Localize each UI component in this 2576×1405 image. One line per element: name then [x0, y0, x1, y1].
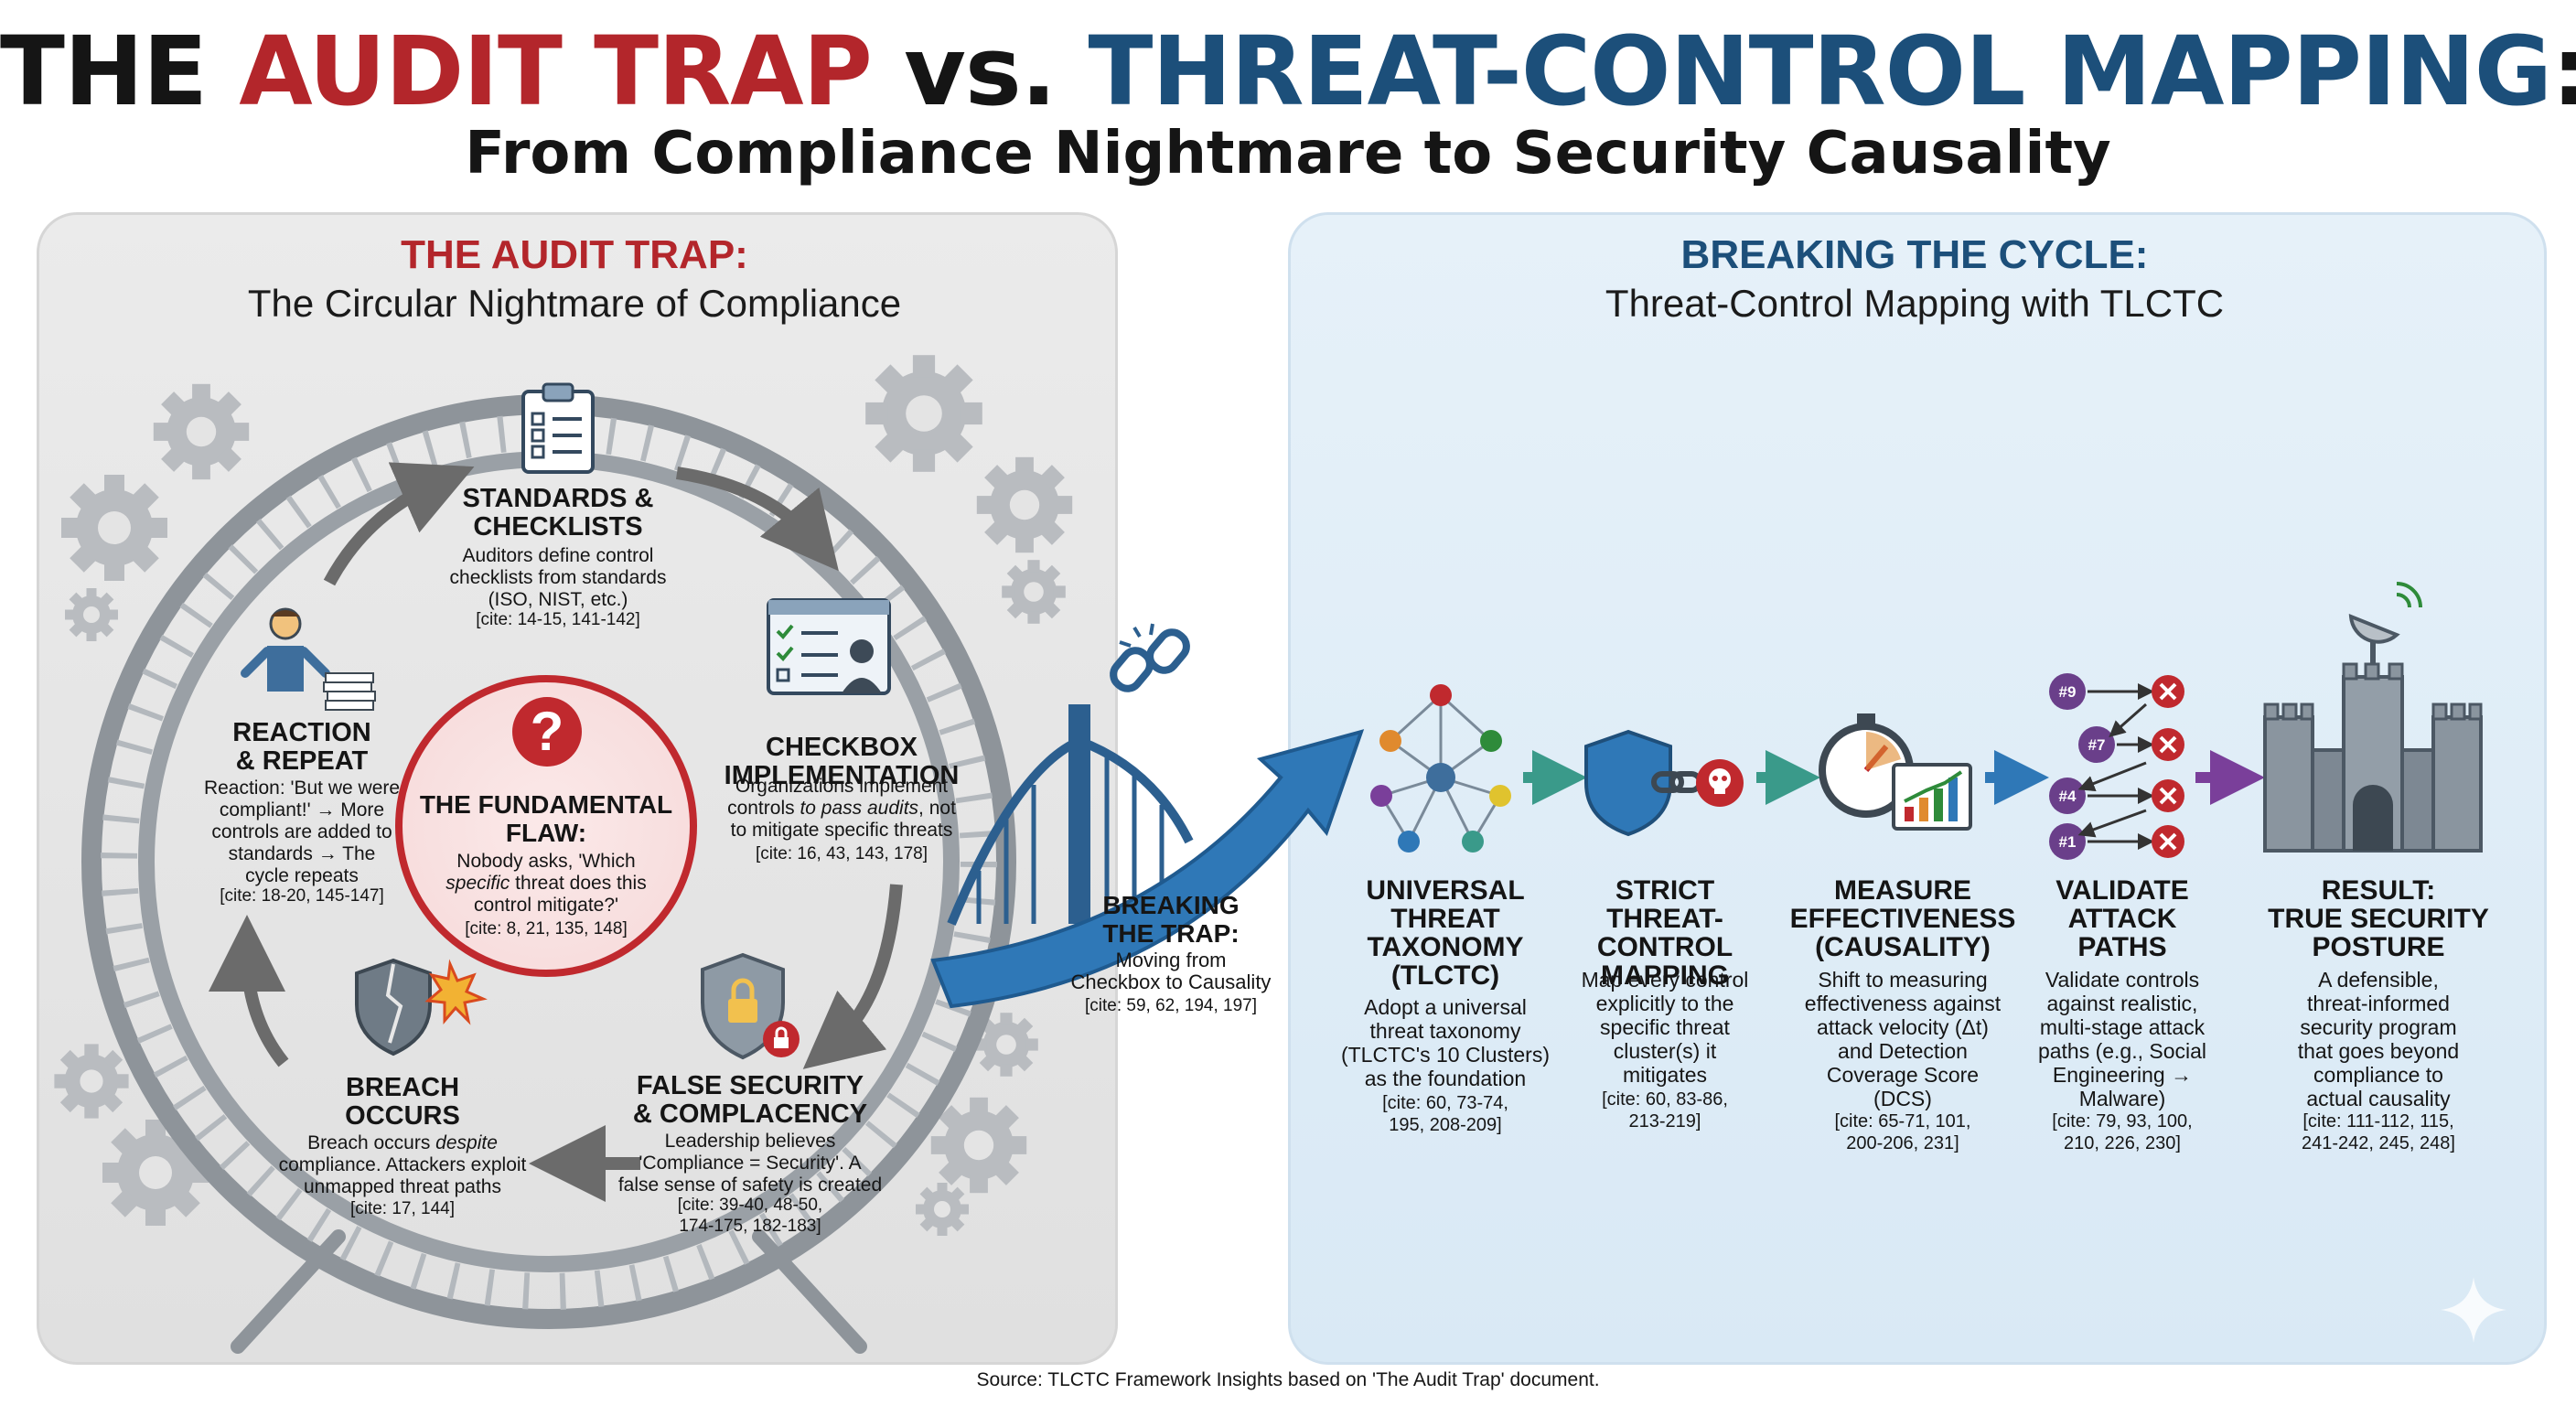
clipboard-checklist-icon [521, 382, 595, 474]
breaking-trap-text: Moving from Checkbox to Causality [1070, 949, 1272, 993]
false-security-cite: [cite: 39-40, 48-50, 174-175, 182-183] [677, 1196, 823, 1236]
attack-badge: #9 [2059, 683, 2077, 701]
main-subtitle: From Compliance Nightmare to Security Ca… [465, 120, 2111, 188]
step3-text: Shift to measuring effectiveness against… [1804, 968, 2002, 1110]
attack-paths-icon: #9 #7 #4 #1 [2049, 673, 2184, 860]
step4-label: VALIDATE ATTACK PATHS [2055, 875, 2189, 962]
flaw-text-line3: control mitigate?' [473, 895, 619, 916]
network-taxonomy-icon [1370, 684, 1511, 853]
tlctc-steps-icons: #9 #7 #4 #1 [1370, 582, 2483, 860]
checkbox-text-line2: controls to pass audits, not [727, 798, 956, 819]
step4-cite: [cite: 79, 93, 100, 210, 226, 230] [2052, 1111, 2193, 1153]
breaking-trap-label: BREAKING THE TRAP: [1102, 891, 1240, 948]
attack-badge: #7 [2088, 736, 2106, 754]
false-security-label: FALSE SECURITY & COMPLACENCY [632, 1071, 868, 1129]
shield-lock-icon [701, 952, 800, 1060]
breach-text-line1: Breach occurs despite [307, 1132, 498, 1153]
breaking-trap-arrow [930, 729, 1365, 1009]
broken-chain-icon [1110, 623, 1190, 692]
reaction-repeat-label: REACTION & REPEAT [232, 718, 371, 776]
breaking-cycle-subheading: Threat-Control Mapping with TLCTC [1605, 282, 2225, 325]
step5-label: RESULT: TRUE SECURITY POSTURE [2268, 875, 2489, 962]
step2-cite: [cite: 60, 83-86, 213-219] [1602, 1089, 1728, 1132]
main-title: THE AUDIT TRAP vs. THREAT-CONTROL MAPPIN… [0, 16, 2576, 127]
flaw-cite: [cite: 8, 21, 135, 148] [465, 919, 628, 938]
standards-label: STANDARDS & CHECKLISTS [462, 484, 654, 542]
attack-badge: #1 [2059, 833, 2077, 851]
step1-label: UNIVERSAL THREAT TAXONOMY (TLCTC) [1366, 875, 1525, 991]
attack-badge: #4 [2059, 788, 2077, 805]
standards-cite: [cite: 14-15, 141-142] [476, 610, 640, 629]
castle-radar-icon [2263, 582, 2483, 853]
checkbox-implementation-label: CHECKBOX IMPLEMENTATION [724, 733, 960, 790]
question-mark-icon: ? [512, 697, 582, 767]
confused-person-paperwork-icon [241, 607, 376, 711]
cycle-arrows [209, 462, 903, 1202]
fundamental-flaw-circle [395, 675, 697, 977]
standards-text: Auditors define control checklists from … [449, 545, 667, 610]
step5-text: A defensible, threat-informed security p… [2297, 968, 2460, 1110]
step5-cite: [cite: 111-112, 115, 241-242, 245, 248] [2302, 1111, 2455, 1153]
sparkle-icon [2441, 1277, 2506, 1343]
breaking-cycle-heading: BREAKING THE CYCLE: [1680, 232, 2149, 277]
breach-text-line2: compliance. Attackers exploit unmapped t… [278, 1154, 527, 1197]
step3-label: MEASURE EFFECTIVENESS (CAUSALITY) [1789, 875, 2016, 962]
checkbox-text-line1: Organizations implement [735, 776, 949, 797]
bridge-icon [947, 704, 1194, 926]
step1-cite: [cite: 60, 73-74, 195, 208-209] [1382, 1093, 1508, 1135]
breach-cite: [cite: 17, 144] [349, 1199, 456, 1218]
step3-cite: [cite: 65-71, 101, 200-206, 231] [1834, 1111, 1971, 1153]
step1-text: Adopt a universal threat taxonomy (TLCTC… [1340, 995, 1551, 1090]
shield-chain-skull-icon [1584, 729, 1744, 837]
breaking-trap-cite: [cite: 59, 62, 194, 197] [1084, 996, 1258, 1015]
audit-trap-heading: THE AUDIT TRAP: [401, 232, 748, 277]
stopwatch-chart-icon [1819, 713, 1972, 831]
audit-trap-subheading: The Circular Nightmare of Compliance [247, 282, 902, 325]
reaction-cite: [cite: 18-20, 145-147] [220, 886, 384, 906]
false-security-text: Leadership believes 'Compliance = Securi… [617, 1131, 883, 1196]
bridge-arrow-graphic [930, 623, 1365, 1009]
step2-label: STRICT THREAT-CONTROL MAPPING [1596, 875, 1733, 991]
checkbox-screen-icon [767, 598, 891, 695]
breach-occurs-label: BREACH OCCURS [345, 1073, 460, 1131]
reaction-text: Reaction: 'But we were compliant!' → Mor… [203, 778, 401, 886]
fundamental-flaw-label: THE FUNDAMENTAL FLAW: [419, 790, 673, 847]
step2-text: Map every control explicitly to the spec… [1581, 968, 1749, 1087]
step4-text: Validate controls against realistic, mul… [2037, 968, 2207, 1110]
broken-shield-explosion-icon [355, 958, 488, 1056]
source-note: Source: TLCTC Framework Insights based o… [976, 1369, 1600, 1390]
checkbox-cite: [cite: 16, 43, 143, 178] [755, 844, 928, 863]
checkbox-text-line3: to mitigate specific threats [730, 820, 953, 841]
flaw-text-line2: specific threat does this [445, 873, 647, 894]
flaw-text-line1: Nobody asks, 'Which [456, 851, 636, 872]
